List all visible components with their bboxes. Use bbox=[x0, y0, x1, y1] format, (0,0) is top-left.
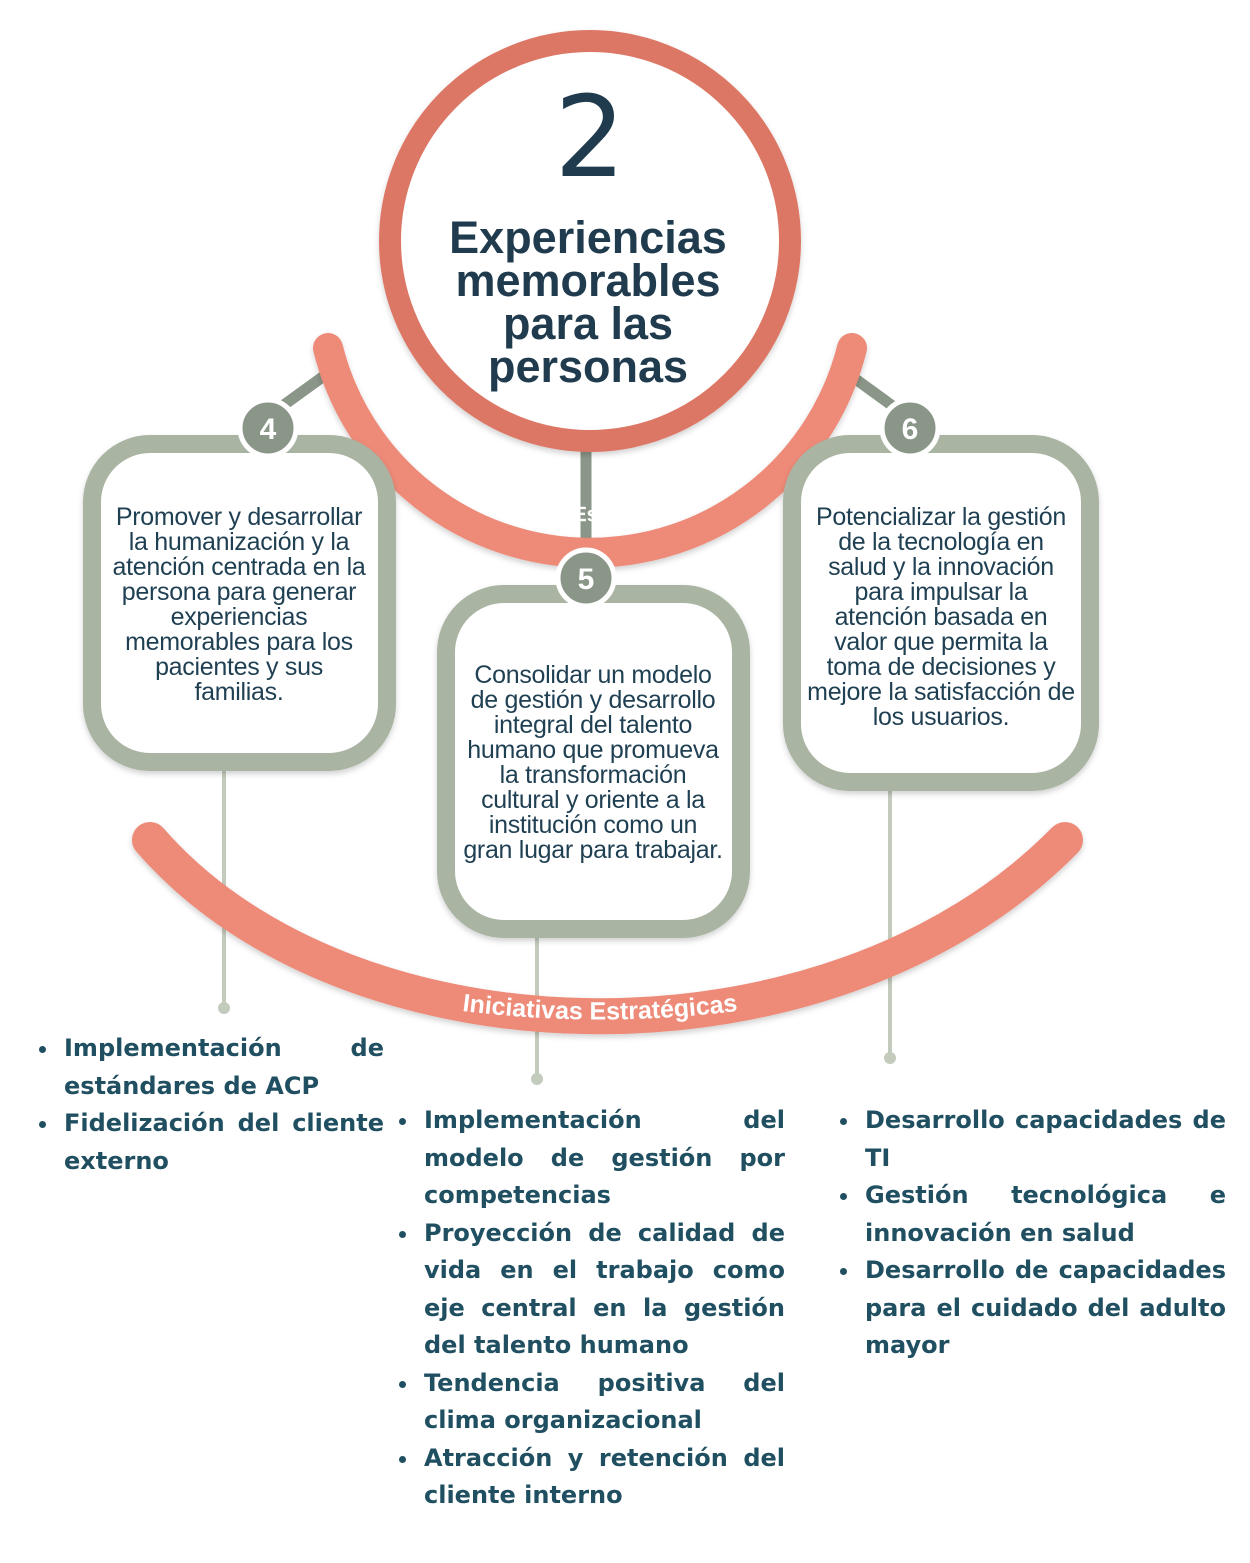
objective-text-5: Consolidar un modelo de gestión y desarr… bbox=[463, 661, 723, 864]
initiatives-center: Implementación del modelo de gestión por… bbox=[392, 1102, 785, 1515]
list-item: Gestión tecnológica e innovación en salu… bbox=[861, 1177, 1226, 1252]
stem-center-dot bbox=[531, 1073, 543, 1085]
list-item: Proyección de calidad de vida en el trab… bbox=[420, 1215, 785, 1365]
iniciativas-arc bbox=[132, 822, 1083, 1035]
stem-right-dot bbox=[884, 1052, 896, 1064]
initiatives-left: Implementación de estándares de ACP Fide… bbox=[32, 1030, 384, 1180]
badge-5: 5 bbox=[555, 547, 617, 609]
badge-6: 6 bbox=[879, 397, 941, 459]
objective-text-4: Promover y desarrollar la humanización y… bbox=[112, 503, 366, 706]
objective-box-4 bbox=[83, 435, 396, 771]
list-item: Desarrollo de capacidades para el cuidad… bbox=[861, 1252, 1226, 1365]
list-item: Atracción y retención del cliente intern… bbox=[420, 1440, 785, 1515]
objective-text-6: Potencializar la gestión de la tecnologí… bbox=[807, 502, 1075, 731]
svg-text:4: 4 bbox=[260, 413, 277, 446]
list-item: Tendencia positiva del clima organizacio… bbox=[420, 1365, 785, 1440]
list-item: Implementación de estándares de ACP bbox=[60, 1030, 384, 1105]
badge-4: 4 bbox=[237, 397, 299, 459]
iniciativas-label: Iniciativas Estratégicas bbox=[461, 989, 738, 1026]
list-item: Desarrollo capacidades de TI bbox=[861, 1102, 1226, 1177]
objective-box-6 bbox=[783, 435, 1099, 791]
main-title: Experiencias memorables para las persona… bbox=[449, 212, 727, 392]
list-item: Fidelización del cliente externo bbox=[60, 1105, 384, 1180]
list-item: Implementación del modelo de gestión por… bbox=[420, 1102, 785, 1215]
initiatives-right: Desarrollo capacidades de TI Gestión tec… bbox=[833, 1102, 1226, 1365]
svg-text:6: 6 bbox=[902, 413, 919, 446]
main-circle bbox=[379, 30, 801, 452]
stem-left-dot bbox=[218, 1002, 230, 1014]
main-number: 2 bbox=[554, 73, 626, 203]
svg-text:5: 5 bbox=[578, 563, 595, 596]
